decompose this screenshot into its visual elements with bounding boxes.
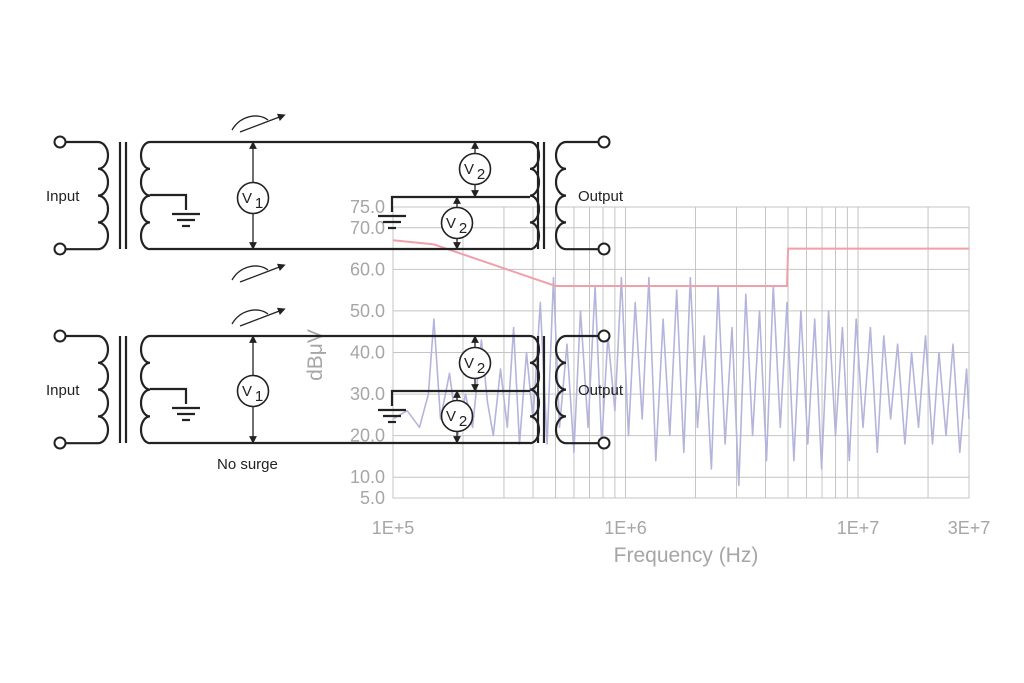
v2-label: V bbox=[446, 215, 456, 232]
y-tick-label: 30.0 bbox=[350, 384, 385, 404]
voltmeter-v1-icon bbox=[236, 181, 270, 215]
output-terminal-top bbox=[597, 329, 611, 343]
chart-ticks: 75.070.0 60.0 50.0 40.0 30.0 20.0 10.05.0 1E+5 1… bbox=[350, 197, 990, 538]
v1-subscript: 1 bbox=[255, 388, 263, 405]
ground-icon bbox=[172, 406, 200, 422]
output-label: Output bbox=[578, 382, 624, 399]
y-axis-title: dBμV bbox=[304, 329, 327, 381]
y-tick-label: 5.0 bbox=[360, 488, 385, 508]
input-terminal-top bbox=[53, 329, 67, 343]
input-terminal-top bbox=[53, 135, 67, 149]
v1-label: V bbox=[242, 190, 252, 207]
surge-arrow-icon bbox=[231, 263, 286, 283]
y-tick-label: 50.0 bbox=[350, 301, 385, 321]
voltmeter-v1-icon bbox=[236, 374, 270, 408]
y-tick-label: 10.0 bbox=[350, 467, 385, 487]
surge-arrow-icon bbox=[231, 113, 286, 133]
surge-circuit-bottom: V 1 V 2 V 2 Input Output No surge bbox=[46, 307, 624, 473]
input-terminal-bottom bbox=[53, 242, 67, 256]
ground-icon bbox=[378, 214, 406, 230]
v1-subscript: 1 bbox=[255, 195, 263, 212]
voltmeter-v2-icon bbox=[458, 152, 492, 186]
x-tick-label: 1E+7 bbox=[837, 518, 880, 538]
emi-spectrum-chart: 75.070.0 60.0 50.0 40.0 30.0 20.0 10.05.0 1E+5 1… bbox=[304, 197, 990, 567]
v2-label: V bbox=[446, 408, 456, 425]
input-terminal-bottom bbox=[53, 436, 67, 450]
no-surge-label: No surge bbox=[217, 456, 278, 473]
y-tick-label: 75.0 bbox=[350, 197, 385, 217]
output-terminal-top bbox=[597, 135, 611, 149]
voltmeter-v2-icon bbox=[440, 206, 474, 240]
x-tick-label: 1E+5 bbox=[372, 518, 415, 538]
ground-icon bbox=[172, 212, 200, 228]
x-axis-title: Frequency (Hz) bbox=[614, 544, 759, 567]
v2-subscript: 2 bbox=[459, 413, 467, 430]
y-tick-label: 40.0 bbox=[350, 343, 385, 363]
emission-spectrum-line bbox=[392, 276, 970, 487]
input-label: Input bbox=[46, 382, 80, 399]
y-tick-label: 70.0 bbox=[350, 218, 385, 238]
input-transformer bbox=[66, 334, 151, 445]
surge-arrow-icon bbox=[231, 307, 286, 327]
limit-line bbox=[392, 239, 969, 287]
x-tick-label: 1E+6 bbox=[604, 518, 647, 538]
output-transformer bbox=[529, 140, 598, 251]
y-tick-label: 60.0 bbox=[350, 259, 385, 279]
plot-frame bbox=[392, 206, 970, 499]
input-label: Input bbox=[46, 188, 80, 205]
v1-label: V bbox=[242, 383, 252, 400]
v2-subscript: 2 bbox=[459, 220, 467, 237]
output-terminal-bottom bbox=[597, 436, 611, 450]
v2-label: V bbox=[464, 355, 474, 372]
output-label: Output bbox=[578, 188, 624, 205]
voltmeter-v2-icon bbox=[458, 346, 492, 380]
y-tick-label: 20.0 bbox=[350, 426, 385, 446]
v2-subscript: 2 bbox=[477, 166, 485, 183]
output-transformer bbox=[529, 334, 598, 445]
ground-icon bbox=[378, 408, 406, 424]
output-terminal-bottom bbox=[597, 242, 611, 256]
surge-circuit-top: V 1 V 2 V 2 Input bbox=[46, 113, 624, 283]
v2-subscript: 2 bbox=[477, 360, 485, 377]
voltmeter-v2-icon bbox=[440, 399, 474, 433]
chart-marks bbox=[392, 239, 970, 487]
chart-grid bbox=[392, 206, 970, 499]
v2-label: V bbox=[464, 161, 474, 178]
x-tick-label: 3E+7 bbox=[948, 518, 991, 538]
